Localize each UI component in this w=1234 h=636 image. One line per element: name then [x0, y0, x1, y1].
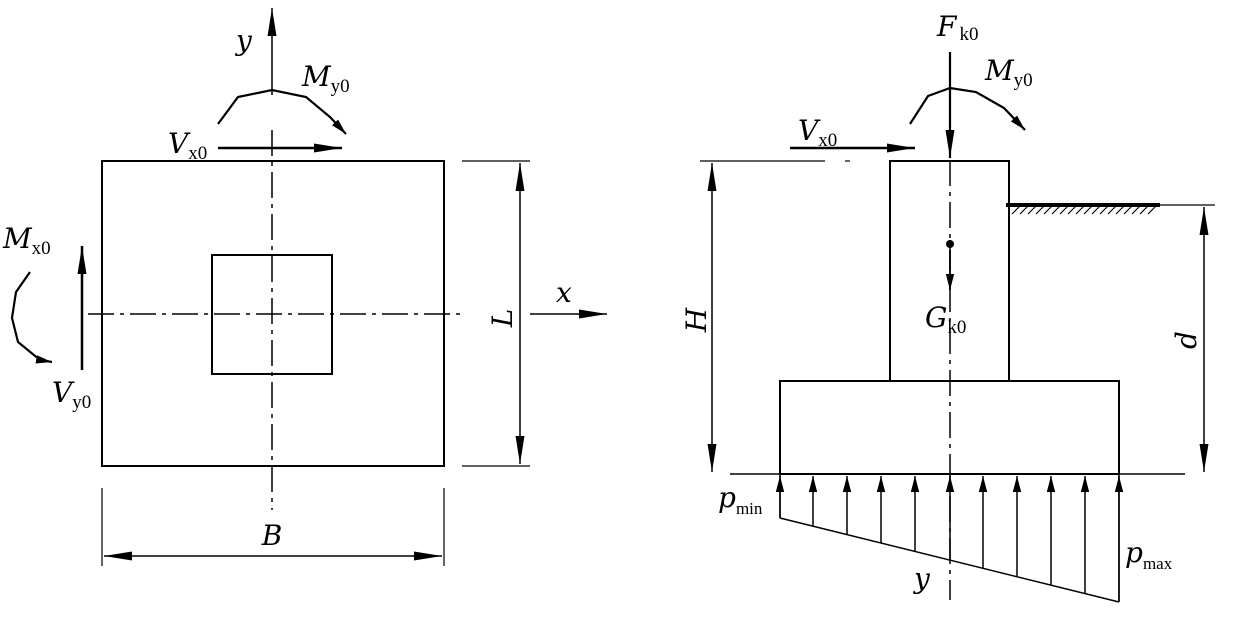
section-weight-gk0-label: Gk0 [925, 301, 966, 338]
ground-hatch-line [1107, 205, 1117, 215]
ground-hatch-line [1067, 205, 1077, 215]
ground-hatch-line [1035, 205, 1045, 215]
plan-moment-y0-label: My0 [301, 60, 350, 97]
section-pressure-arrows [775, 476, 1124, 602]
section-dim-H-label: H [680, 307, 713, 333]
section-axis-y-label: y [912, 562, 931, 595]
ground-hatch-line [1115, 205, 1125, 215]
ground-hatch-line [1043, 205, 1053, 215]
ground-hatch-line [1099, 205, 1109, 215]
ground-hatch-line [1147, 205, 1157, 215]
section-ground-hatch [1011, 205, 1157, 215]
plan-dim-B-label: B [261, 519, 283, 552]
plan-shear-x0-label: Vx0 [168, 127, 207, 164]
ground-hatch-line [1091, 205, 1101, 215]
ground-hatch-line [1059, 205, 1069, 215]
ground-hatch-line [1075, 205, 1085, 215]
section-shear-x0-label: Vx0 [798, 114, 837, 151]
plan-view: y x My0 Vx0 Mx0 Vy0 L B [2, 8, 607, 566]
plan-moment-y0-arc [217, 88, 347, 135]
section-centroid-dot [946, 240, 954, 248]
plan-moment-x0-label: Mx0 [2, 222, 51, 259]
section-dim-d-label: d [1170, 331, 1203, 349]
plan-moment-x0-arc [10, 271, 53, 364]
section-moment-y0-label: My0 [984, 54, 1033, 91]
plan-x-axis-label: x [556, 276, 572, 309]
section-pressure-min-label: pmin [718, 481, 763, 518]
ground-hatch-line [1083, 205, 1093, 215]
ground-hatch-line [1139, 205, 1149, 215]
section-moment-y0-arc [909, 86, 1026, 131]
ground-hatch-line [1123, 205, 1133, 215]
plan-shear-y0-label: Vy0 [52, 376, 91, 413]
plan-y-axis-label: y [234, 24, 253, 57]
ground-hatch-line [1131, 205, 1141, 215]
ground-hatch-line [1027, 205, 1037, 215]
ground-hatch-line [1051, 205, 1061, 215]
plan-dim-L-label: L [486, 309, 519, 329]
section-pressure-max-label: pmax [1125, 536, 1173, 573]
ground-hatch-line [1011, 205, 1021, 215]
ground-hatch-line [1019, 205, 1029, 215]
